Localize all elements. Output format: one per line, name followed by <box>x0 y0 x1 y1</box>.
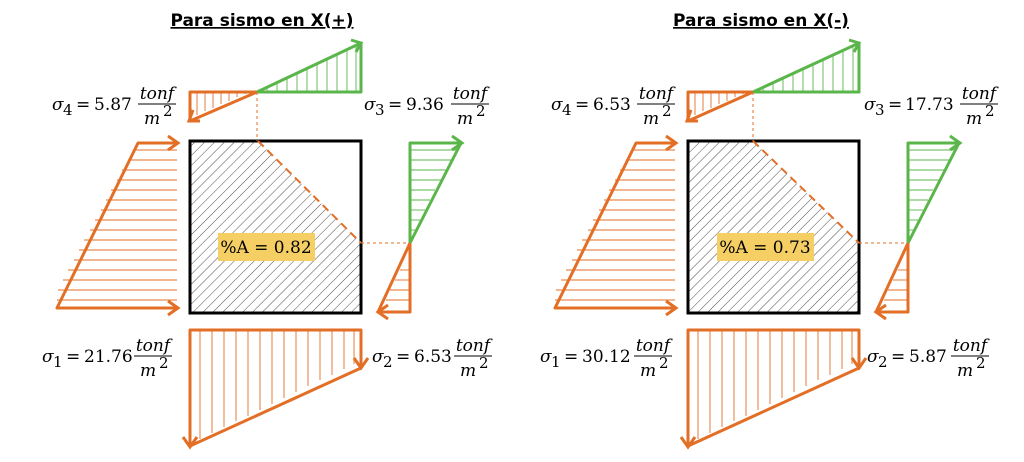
svg-text:1: 1 <box>53 353 63 371</box>
svg-text:4: 4 <box>562 101 572 119</box>
svg-text:σ: σ <box>867 347 879 367</box>
svg-text:2: 2 <box>163 102 173 120</box>
svg-text:2: 2 <box>476 102 486 120</box>
svg-text:m: m <box>643 109 659 129</box>
svg-text:m: m <box>640 361 656 381</box>
compressed-area-hatch <box>688 141 859 313</box>
svg-text:3: 3 <box>875 101 885 119</box>
sigma3-label: σ 3 = 9.36 tonf m 2 <box>364 84 490 129</box>
svg-text:m: m <box>966 109 982 129</box>
top-side-pressure-diagram <box>186 38 364 123</box>
area-label: %A = 0.73 <box>719 238 810 258</box>
svg-text:m: m <box>457 109 473 129</box>
sigma2-value: 5.87 <box>909 347 947 367</box>
svg-text:=: = <box>396 347 410 367</box>
area-label-bg <box>218 233 315 261</box>
svg-text:2: 2 <box>383 353 393 371</box>
footing-outline <box>188 139 363 315</box>
panel-x-minus: Para sismo en X(-) %A = 0.73 <box>540 11 999 450</box>
top-side-pressure-diagram <box>684 38 862 123</box>
svg-text:tonf: tonf <box>962 84 999 104</box>
svg-text:σ: σ <box>540 347 552 367</box>
sigma1-value: 30.12 <box>582 347 631 367</box>
svg-text:m: m <box>144 109 160 129</box>
sigma4-value: 6.53 <box>593 95 631 115</box>
sigma1-label: σ 1 = 30.12 tonf m 2 <box>540 336 673 381</box>
svg-text:tonf: tonf <box>953 336 990 356</box>
footing-outline <box>686 139 861 315</box>
footing-plan: %A = 0.73 <box>686 92 908 315</box>
svg-text:=: = <box>388 95 402 115</box>
left-side-pressure-diagram <box>553 134 679 317</box>
svg-text:tonf: tonf <box>453 84 490 104</box>
svg-text:m: m <box>957 361 973 381</box>
svg-text:tonf: tonf <box>636 336 673 356</box>
svg-text:tonf: tonf <box>639 84 676 104</box>
panel-x-plus: Para sismo en X(+) %A = 0.82 <box>42 11 493 450</box>
svg-text:=: = <box>76 95 90 115</box>
svg-text:2: 2 <box>659 354 669 372</box>
svg-text:=: = <box>575 95 589 115</box>
svg-text:σ: σ <box>42 347 54 367</box>
svg-text:m: m <box>460 361 476 381</box>
neutral-axis-line <box>257 140 362 244</box>
sigma2-label: σ 2 = 6.53 tonf m 2 <box>372 336 493 381</box>
sigma4-label: σ 4 = 6.53 tonf m 2 <box>551 84 676 129</box>
footing-plan: %A = 0.82 <box>188 92 410 315</box>
svg-text:σ: σ <box>52 95 64 115</box>
svg-text:tonf: tonf <box>136 336 173 356</box>
sigma3-value: 9.36 <box>406 95 444 115</box>
svg-text:2: 2 <box>985 102 995 120</box>
svg-text:σ: σ <box>372 347 384 367</box>
area-label: %A = 0.82 <box>220 238 311 258</box>
svg-text:2: 2 <box>159 354 169 372</box>
svg-text:1: 1 <box>551 353 561 371</box>
sigma1-value: 21.76 <box>84 347 133 367</box>
sigma3-value: 17.73 <box>905 95 954 115</box>
svg-text:=: = <box>891 347 905 367</box>
neutral-axis-line <box>752 140 860 244</box>
svg-text:=: = <box>888 95 902 115</box>
area-label-bg <box>717 233 814 261</box>
svg-text:σ: σ <box>864 95 876 115</box>
bottom-side-pressure-diagram <box>181 328 370 450</box>
sigma2-label: σ 2 = 5.87 tonf m 2 <box>867 336 990 381</box>
svg-text:2: 2 <box>479 354 489 372</box>
sigma4-value: 5.87 <box>94 95 132 115</box>
svg-text:=: = <box>66 347 80 367</box>
sigma1-label: σ 1 = 21.76 tonf m 2 <box>42 336 173 381</box>
svg-text:2: 2 <box>976 354 986 372</box>
svg-text:σ: σ <box>364 95 376 115</box>
compressed-area-hatch <box>190 141 361 313</box>
svg-text:σ: σ <box>551 95 563 115</box>
right-side-pressure-diagram <box>375 134 465 321</box>
sigma3-label: σ 3 = 17.73 tonf m 2 <box>864 84 999 129</box>
panel-title: Para sismo en X(-) <box>673 11 849 31</box>
svg-text:tonf: tonf <box>140 84 177 104</box>
svg-text:m: m <box>140 361 156 381</box>
svg-text:2: 2 <box>662 102 672 120</box>
left-side-pressure-diagram <box>55 134 181 317</box>
svg-text:3: 3 <box>375 101 385 119</box>
bottom-side-pressure-diagram <box>679 328 868 450</box>
right-side-pressure-diagram <box>873 134 963 321</box>
svg-text:4: 4 <box>63 101 73 119</box>
panel-title: Para sismo en X(+) <box>170 11 353 31</box>
svg-text:2: 2 <box>878 353 888 371</box>
svg-text:=: = <box>564 347 578 367</box>
sigma4-label: σ 4 = 5.87 tonf m 2 <box>52 84 177 129</box>
sigma2-value: 6.53 <box>414 347 452 367</box>
svg-text:tonf: tonf <box>456 336 493 356</box>
